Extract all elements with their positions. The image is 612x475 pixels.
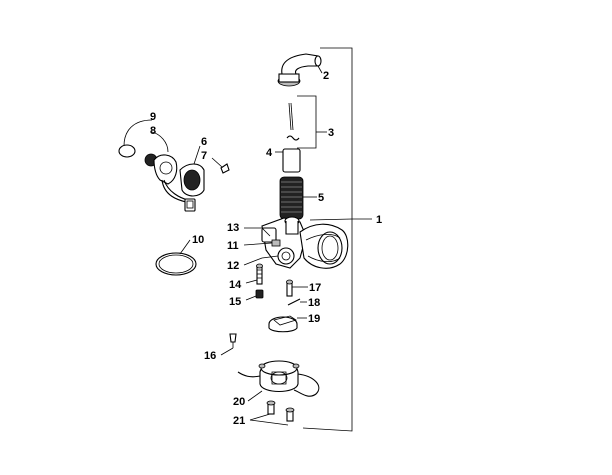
callout-6: 6: [201, 136, 207, 148]
callout-13: 13: [227, 222, 239, 234]
part-choke-cover: [179, 145, 205, 197]
leader-13: [244, 227, 271, 237]
callout-18: 18: [308, 297, 320, 309]
part-idle-screw: [245, 263, 263, 285]
part-main-jet: [286, 279, 308, 297]
callout-19: 19: [308, 313, 320, 325]
assembly-bracket: [302, 47, 372, 432]
callout-2: 2: [323, 70, 329, 82]
part-small-screw: [211, 157, 230, 174]
callout-1: 1: [376, 214, 382, 226]
callout-12: 12: [227, 260, 239, 272]
callout-15: 15: [229, 296, 241, 308]
part-oring: [118, 119, 169, 158]
part-gasket: [155, 239, 197, 276]
callout-9: 9: [150, 111, 156, 123]
leader-11: [243, 242, 273, 246]
part-throttle-slide: [275, 148, 301, 173]
part-carburetor-body: [261, 216, 349, 269]
callout-5: 5: [318, 192, 324, 204]
part-float: [268, 315, 307, 333]
callout-7: 7: [201, 150, 207, 162]
callout-16: 16: [204, 350, 216, 362]
part-float-bowl: [237, 360, 320, 402]
callout-21: 21: [233, 415, 245, 427]
callout-labels: 1 2 3 4 5 6 7 8 9 10 11 12 13 14 15 16 1…: [150, 70, 382, 427]
callout-17: 17: [309, 282, 321, 294]
part-choke-plunger: [144, 153, 196, 212]
part-spring: [279, 176, 317, 220]
callout-10: 10: [192, 234, 204, 246]
part-float-pin: [287, 298, 307, 306]
leader-12: [243, 255, 279, 266]
callout-4: 4: [266, 147, 273, 159]
part-small-spring: [245, 289, 264, 301]
part-elbow-cap: [277, 53, 323, 87]
callout-20: 20: [233, 396, 245, 408]
callout-11: 11: [227, 240, 239, 252]
callout-14: 14: [229, 279, 242, 291]
part-bowl-screws: [249, 400, 295, 426]
part-jet-needle: [288, 95, 327, 149]
callout-8: 8: [150, 125, 156, 137]
callout-3: 3: [328, 127, 334, 139]
part-needle-clip: [286, 135, 300, 141]
part-drain-screw: [220, 333, 237, 356]
